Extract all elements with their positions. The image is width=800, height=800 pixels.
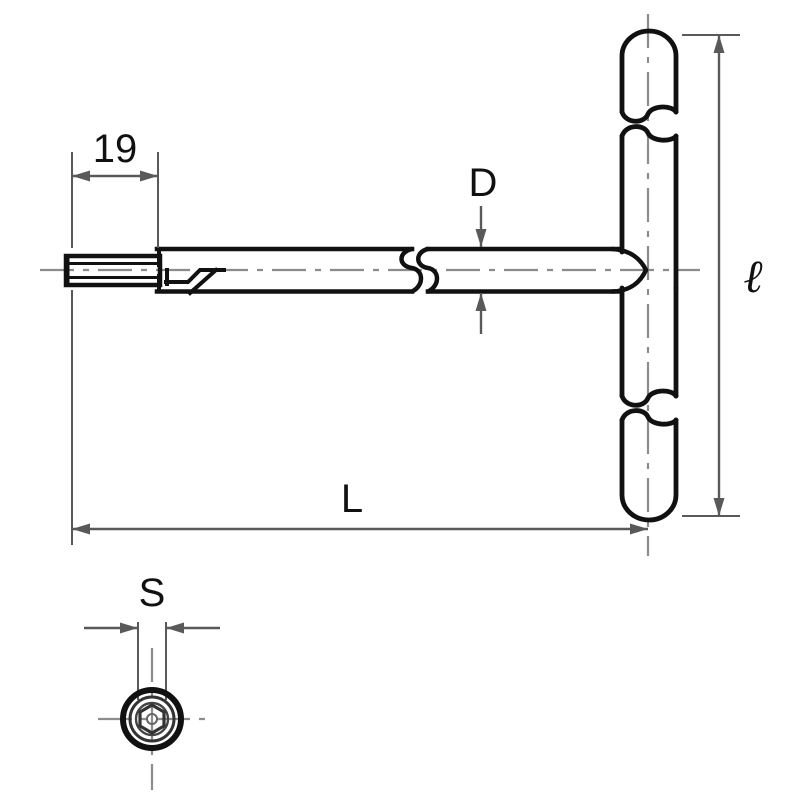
dimD-label: D xyxy=(469,161,498,205)
handle-lower-break-top xyxy=(619,388,679,408)
junction-flare-top xyxy=(609,246,649,273)
junction-flare-bottom xyxy=(609,267,649,294)
section-center-dot xyxy=(146,713,158,725)
shaft-group xyxy=(154,246,621,296)
dimension-D-group xyxy=(475,206,487,334)
dimScriptL-arrow-top xyxy=(713,35,725,53)
handle-top-cap xyxy=(619,28,679,115)
t-junction-group xyxy=(609,246,649,294)
section-view-group xyxy=(120,687,184,751)
dim19-arrow-right xyxy=(140,170,158,182)
dimS-label: S xyxy=(139,571,166,615)
centerlines-group xyxy=(40,14,700,790)
handle-upper-break-bottom xyxy=(619,124,679,143)
dimL-arrow-right xyxy=(630,523,648,535)
dimension-19-group xyxy=(71,152,159,248)
dimL-label: L xyxy=(341,477,363,521)
handle-bottom-cap xyxy=(619,417,679,523)
section-hex-bore-circle xyxy=(134,701,170,737)
dimension-S-group xyxy=(84,622,220,700)
handle-group xyxy=(619,28,679,523)
dim19-arrow-left xyxy=(72,170,90,182)
dimL-arrow-left xyxy=(72,523,90,535)
dimScriptL-arrow-bottom xyxy=(713,498,725,516)
shaft-break-curve-left xyxy=(399,246,424,294)
tip-chamfer-detail-2 xyxy=(187,267,219,296)
section-outer-circle xyxy=(120,687,184,751)
dimD-arrow-top xyxy=(475,229,487,247)
handle-upper-break-top xyxy=(619,104,679,124)
dimension-script-l-group xyxy=(682,34,740,517)
shaft-break-symbol xyxy=(399,246,440,294)
section-inner-circle xyxy=(128,695,176,743)
shaft-break-curve-right xyxy=(416,246,440,294)
dimD-arrow-bottom xyxy=(475,293,487,311)
dimS-arrow-right xyxy=(166,622,184,634)
dimS-arrow-left xyxy=(120,622,138,634)
hex-tip-group xyxy=(63,253,163,288)
tip-chamfer-detail xyxy=(164,268,226,284)
dimScriptL-label: ℓ xyxy=(744,251,764,302)
dim19-label: 19 xyxy=(93,127,138,171)
section-hexagon xyxy=(138,703,166,735)
dimension-L-group xyxy=(71,290,648,545)
handle-lower-break-bottom xyxy=(619,408,679,427)
